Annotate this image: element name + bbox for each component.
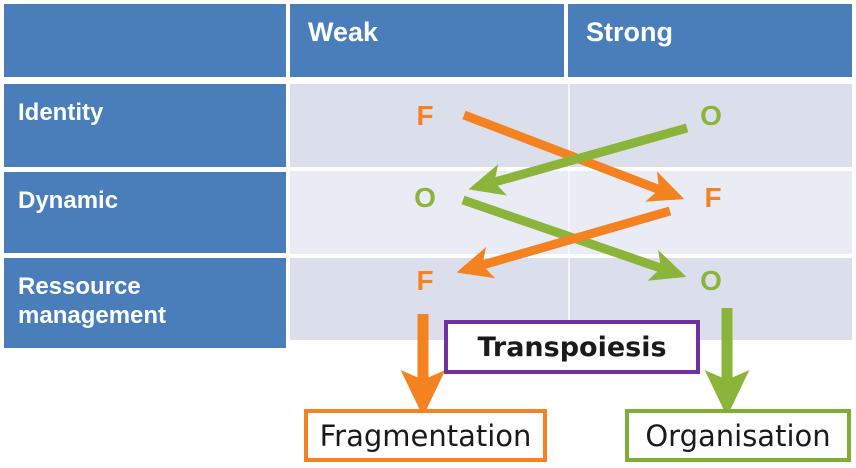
matrix-cell-ressource-strong: O [700,265,722,296]
fragmentation-outcome-box: Fragmentation [304,409,547,462]
matrix-column-divider-dynamic [568,171,570,254]
matrix-column-divider-ressource [568,258,570,340]
matrix-cell-ressource-weak: F [416,265,434,296]
matrix-row-body-identity [290,84,852,167]
matrix-cell-dynamic-weak: O [414,182,436,213]
transpoiesis-label-box: Transpoiesis [444,320,700,374]
matrix-column-divider-identity [568,84,570,167]
matrix-cell-identity-strong: O [700,100,722,131]
matrix-row-body-dynamic [290,171,852,254]
matrix-column-header-strong: Strong [568,4,852,77]
matrix-corner-cell [4,4,286,77]
matrix-row-header-identity: Identity [4,84,286,167]
matrix-column-header-weak: Weak [290,4,564,77]
capability-matrix: Weak Strong Identity F O Dynamic O F Res… [4,4,852,348]
matrix-cell-dynamic-strong: F [704,182,722,213]
matrix-cell-identity-weak: F [416,100,434,131]
matrix-row-header-ressource-management: Ressource management [4,258,286,348]
matrix-row-header-dynamic: Dynamic [4,172,286,253]
organisation-outcome-box: Organisation [625,409,851,462]
